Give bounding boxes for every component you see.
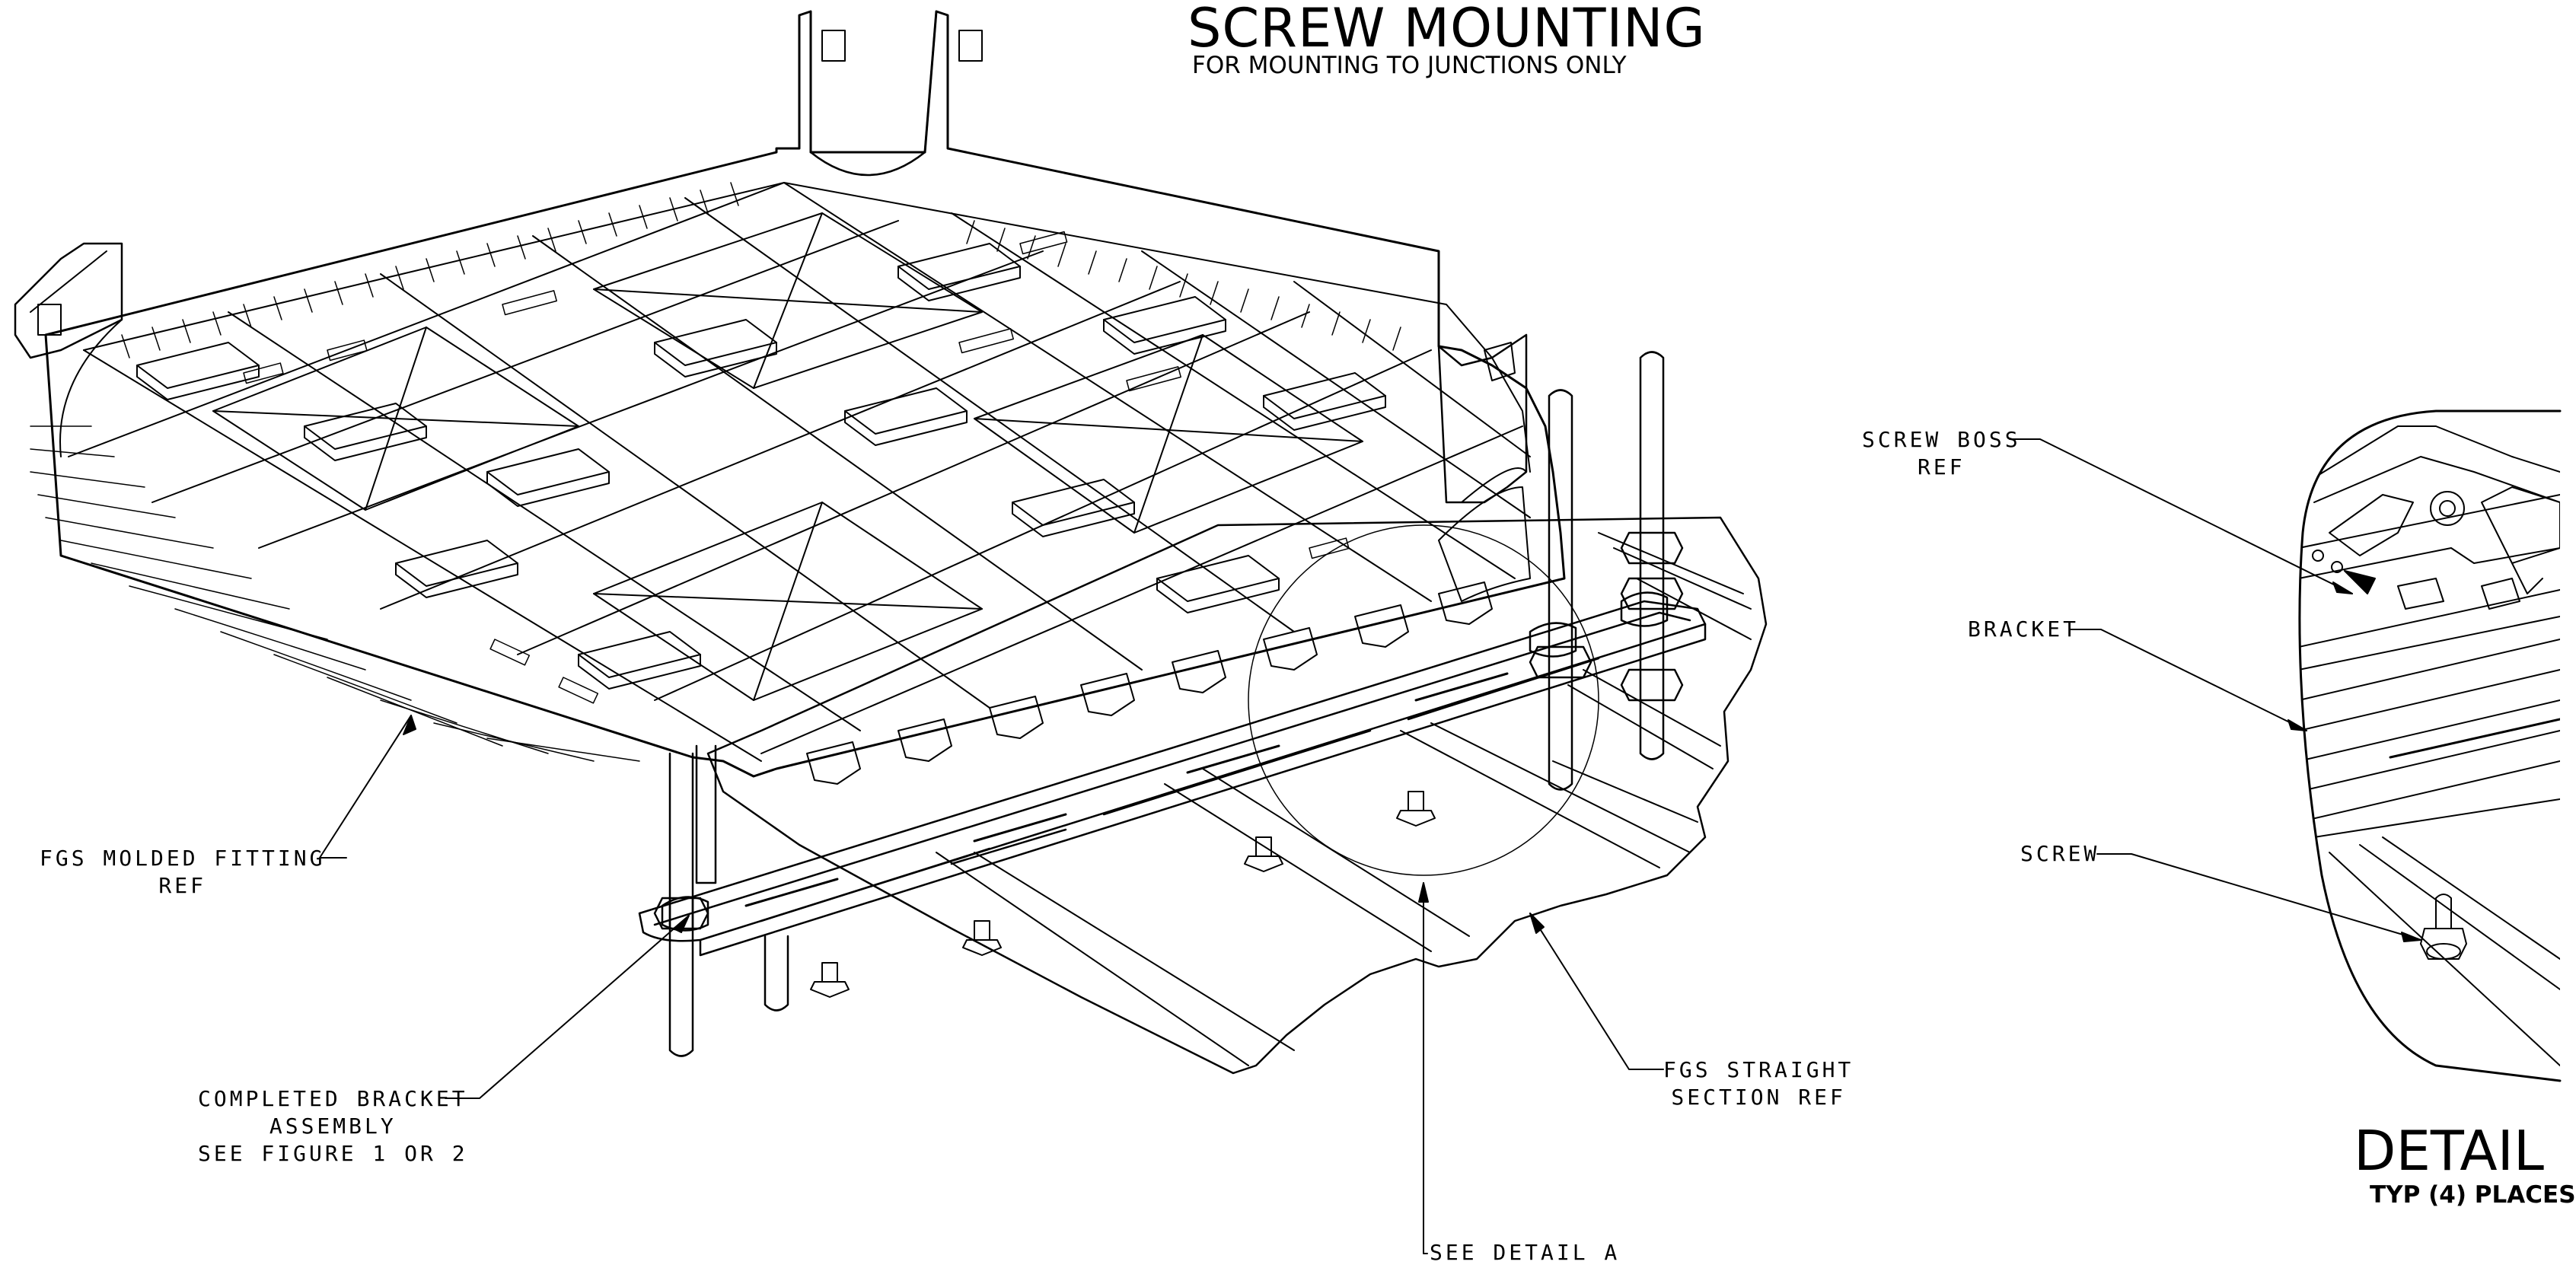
callout-line: FGS MOLDED FITTING [40, 846, 326, 871]
drawing-subtitle: FOR MOUNTING TO JUNCTIONS ONLY [1192, 52, 1627, 79]
screws [811, 792, 1435, 997]
callout-line: FGS STRAIGHT [1663, 1057, 1854, 1082]
threaded-rods [655, 352, 1682, 1056]
callout-fgs-straight-section: FGS STRAIGHT SECTION REF [1663, 1056, 1854, 1111]
drawing-title: SCREW MOUNTING [1188, 0, 1706, 59]
callout-line: SECTION REF [1671, 1085, 1846, 1110]
callout-line: SEE FIGURE 1 OR 2 [198, 1141, 468, 1166]
callout-line: ASSEMBLY [269, 1113, 397, 1139]
callout-screw: SCREW [2020, 841, 2100, 866]
callout-completed-bracket: COMPLETED BRACKET ASSEMBLY SEE FIGURE 1 … [198, 1085, 468, 1168]
detail-a-marker [1248, 525, 1599, 875]
callout-fgs-molded-fitting: FGS MOLDED FITTING REF [40, 845, 325, 900]
callout-line: COMPLETED BRACKET [198, 1086, 468, 1111]
detail-title: DETAIL [2354, 1119, 2544, 1183]
callout-line: REF [158, 873, 206, 898]
callout-see-detail-a: SEE DETAIL A [1430, 1240, 1621, 1265]
detail-subtitle: TYP (4) PLACES [2370, 1181, 2576, 1209]
callout-line: REF [1918, 454, 1965, 479]
callout-screw-boss: SCREW BOSS REF [1862, 426, 2021, 481]
fgs-molded-fitting [15, 11, 1564, 776]
callout-bracket: BRACKET [1968, 616, 2080, 642]
completed-bracket-assembly [639, 593, 1705, 955]
callout-line: SCREW BOSS [1862, 427, 2021, 452]
leader-lines [320, 715, 1663, 1254]
bracket-clips [807, 582, 1492, 784]
detail-a-view [2010, 411, 2560, 1081]
